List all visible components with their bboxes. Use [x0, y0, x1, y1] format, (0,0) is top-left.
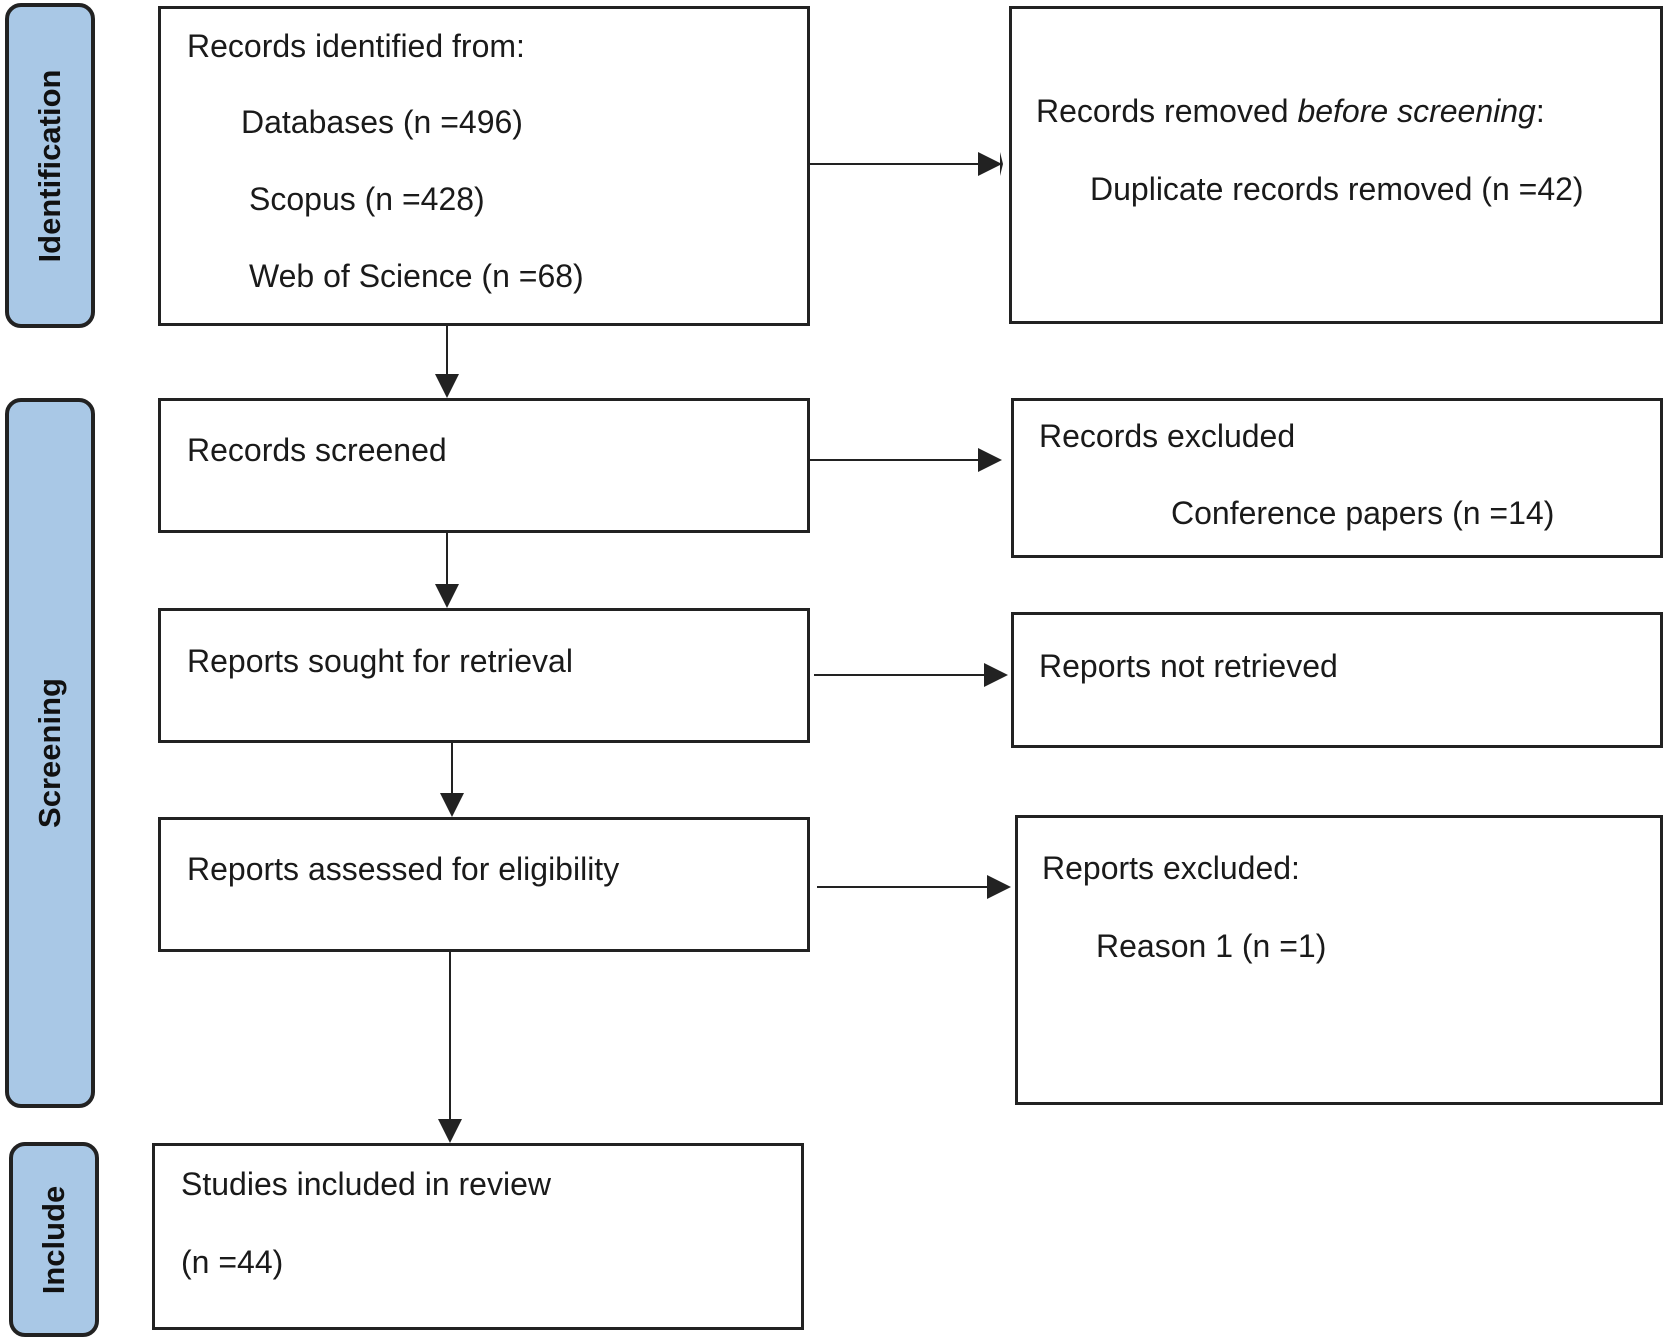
phase-screening: Screening [5, 398, 95, 1108]
phase-include: Include [9, 1142, 99, 1337]
reports-excluded-box [1015, 815, 1663, 1105]
records-removed-box [1009, 6, 1663, 324]
records-removed-heading-em: before screening [1297, 93, 1536, 129]
conference-papers-count: Conference papers (n =14) [1171, 495, 1555, 531]
records-screened-label: Records screened [187, 432, 447, 468]
records-identified-heading: Records identified from: [187, 28, 525, 64]
studies-included-heading: Studies included in review [181, 1166, 551, 1202]
reports-assessed-label: Reports assessed for eligibility [187, 851, 620, 887]
records-excluded-box [1011, 398, 1663, 558]
reports-not-retrieved-label: Reports not retrieved [1039, 648, 1338, 684]
arrowhead-sought-to-not-retrieved [984, 663, 1008, 687]
duplicates-removed: Duplicate records removed (n =42) [1090, 171, 1584, 207]
reports-sought-box [158, 608, 810, 743]
wos-count: Web of Science (n =68) [249, 258, 584, 294]
arrowhead-identified-to-removed-main [978, 152, 1002, 176]
studies-included-count: (n =44) [181, 1244, 284, 1280]
records-identified-box [158, 6, 810, 326]
records-removed-heading-prefix: Records removed [1036, 93, 1298, 129]
reason-1-count: Reason 1 (n =1) [1096, 928, 1327, 964]
arrowhead-identified-to-screened [435, 374, 459, 398]
records-removed-heading: Records removed before screening: [1036, 95, 1545, 127]
records-screened-box [158, 398, 810, 533]
phase-identification: Identification [5, 3, 95, 328]
records-removed-heading-suffix: : [1535, 93, 1545, 129]
studies-included-box [152, 1143, 804, 1330]
records-excluded-heading: Records excluded [1039, 418, 1296, 454]
arrowhead-assessed-to-reports-excluded [987, 875, 1011, 899]
scopus-count: Scopus (n =428) [249, 181, 485, 217]
reports-sought-label: Reports sought for retrieval [187, 643, 573, 679]
arrowhead-screened-to-excluded [978, 448, 1002, 472]
arrowhead-screened-to-sought [435, 584, 459, 608]
databases-count: Databases (n =496) [241, 104, 523, 140]
arrowhead-sought-to-assessed [440, 793, 464, 817]
reports-not-retrieved-box [1011, 612, 1663, 748]
reports-assessed-box [158, 817, 810, 952]
reports-excluded-heading: Reports excluded: [1042, 850, 1300, 886]
arrowhead-assessed-to-included [438, 1119, 462, 1143]
